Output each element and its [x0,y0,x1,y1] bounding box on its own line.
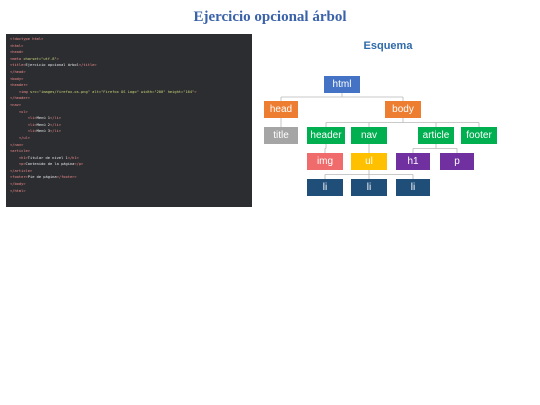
tree-node-header: header [307,127,345,144]
code-line: <p>Contenido de la página</p> [10,161,248,168]
code-line: </article> [10,168,248,175]
code-token: Ejercicio opcional árbol [25,63,79,68]
code-line: <img src="images/firefox-os.png" alt="Fi… [10,89,248,96]
tree-node-head: head [264,101,298,118]
code-token: <nav> [10,102,22,107]
tree-node-li1: li [307,179,343,196]
code-token: charset [23,56,39,61]
code-token: Contenido de la página [25,162,75,167]
code-token: Menú 1 [36,116,50,121]
code-token: </body> [10,182,26,187]
tree-node-html: html [324,76,360,93]
code-panel: <!doctype html> <html> <head><meta charset… [6,34,252,207]
code-line: <h1>Titular de nivel 1</h1> [10,155,248,162]
code-line: <head> [10,49,248,56]
tree-node-footer: footer [461,127,497,144]
code-token: Titular de nivel 1 [27,155,68,160]
code-token: </html> [10,188,26,193]
code-token: <li> [10,116,37,121]
code-token: <!doctype html> [10,37,44,41]
code-token: <html> [10,43,24,48]
code-line: <ul> [10,109,248,116]
code-token: <title> [10,63,26,68]
code-token: <p> [10,162,26,167]
code-line: <!doctype html> [10,36,248,43]
code-token: Menú 2 [36,122,50,127]
code-line: </body> [10,181,248,188]
code-token: </title> [78,63,97,68]
code-token: ="200" [152,89,168,94]
code-token: </li> [49,129,62,134]
code-line: <header> [10,82,248,89]
tree-node-li3: li [396,179,430,196]
code-line: </ul> [10,135,248,142]
tree-node-body: body [385,101,421,118]
code-token: </article> [10,168,33,173]
code-line: </nav> [10,142,248,149]
code-token: </footer> [56,175,77,180]
code-token: <header> [10,83,28,88]
tree-node-ul: ul [351,153,387,170]
code-token: ="utf-8" [38,56,57,61]
tree-node-img: img [307,153,343,170]
code-line: </html> [10,188,248,195]
code-token: Menú 3 [36,129,50,134]
code-line: <article> [10,148,248,155]
code-token: </li> [49,122,62,127]
tree-node-h1: h1 [396,153,430,170]
code-token: Pie de página [27,175,57,180]
code-token: src [29,89,37,94]
tree-node-title: title [264,127,298,144]
code-token: > [194,89,197,94]
tree-node-nav: nav [351,127,387,144]
code-line: <nav> [10,102,248,109]
code-token: </head> [10,69,26,74]
code-line: </header> [10,95,248,102]
code-line: <li>Menú 1</li> [10,115,248,122]
code-line: <footer>Pie de página</footer> [10,174,248,181]
code-token: <meta [10,56,24,61]
tree-node-li2: li [351,179,387,196]
code-token: <li> [10,129,37,134]
code-line: <body> [10,76,248,83]
code-token: ="164" [181,89,195,94]
code-token: <ul> [10,109,28,114]
code-line: <meta charset="utf-8"> [10,56,248,63]
code-line: <title>Ejercicio opcional árbol</title> [10,62,248,69]
code-line: <li>Menú 2</li> [10,122,248,129]
code-token: <footer> [10,175,28,180]
code-token: > [56,56,59,61]
code-token: <li> [10,122,37,127]
code-token: </li> [49,116,62,121]
code-line: </head> [10,69,248,76]
tree-diagram: Esquema html head body title header nav articl… [258,36,536,206]
code-token: alt [92,89,99,94]
code-token: width [141,89,153,94]
code-token: </nav> [10,142,24,147]
code-token: <head> [10,50,24,55]
code-token: </h1> [67,155,79,160]
diagram-title: Esquema [363,40,413,52]
code-token: ="Firefox OS Logo" [98,89,142,94]
code-token: <img [10,89,30,94]
slide-title: Ejercicio opcional árbol [193,9,347,25]
code-token: </header> [10,96,30,101]
code-token: <h1> [10,155,28,160]
code-line: <html> [10,43,248,50]
tree-node-p: p [440,153,474,170]
code-token: height [167,89,182,94]
code-line: <li>Menú 3</li> [10,128,248,135]
code-token: </ul> [10,135,30,140]
code-token: <body> [10,76,24,81]
code-token: </p> [74,162,84,167]
code-token: <article> [10,149,30,154]
code-token: ="images/firefox-os.png" [36,89,93,94]
tree-connectors [280,93,480,179]
tree-node-article: article [418,127,454,144]
